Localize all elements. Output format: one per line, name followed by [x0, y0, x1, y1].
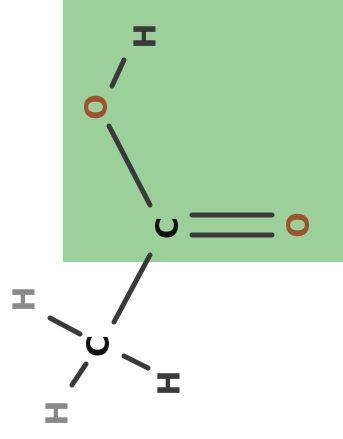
bond-c-methyl-h-right	[121, 353, 151, 371]
hydrogen-top-atom: H	[129, 23, 164, 48]
hydroxyl-oxygen-atom: O	[80, 94, 115, 120]
bond-c-carboxyl-c-methyl	[111, 252, 153, 325]
carboxyl-carbon-atom: C	[151, 217, 186, 239]
atoms: H O C O C H H H	[8, 23, 317, 425]
hydrogen-right-atom: H	[153, 370, 188, 395]
methyl-carbon-atom: C	[82, 335, 117, 357]
bond-o-hydroxyl-c-carboxyl	[106, 123, 153, 208]
hydrogen-bottom-atom: H	[41, 400, 76, 425]
bonds	[47, 57, 275, 388]
bond-c-methyl-h-left	[47, 315, 83, 337]
bond-c-methyl-h-bottom	[69, 361, 89, 388]
hydrogen-left-atom: H	[8, 286, 43, 311]
carbonyl-oxygen-atom: O	[282, 212, 317, 238]
bond-h-o-hydroxyl	[109, 57, 127, 89]
